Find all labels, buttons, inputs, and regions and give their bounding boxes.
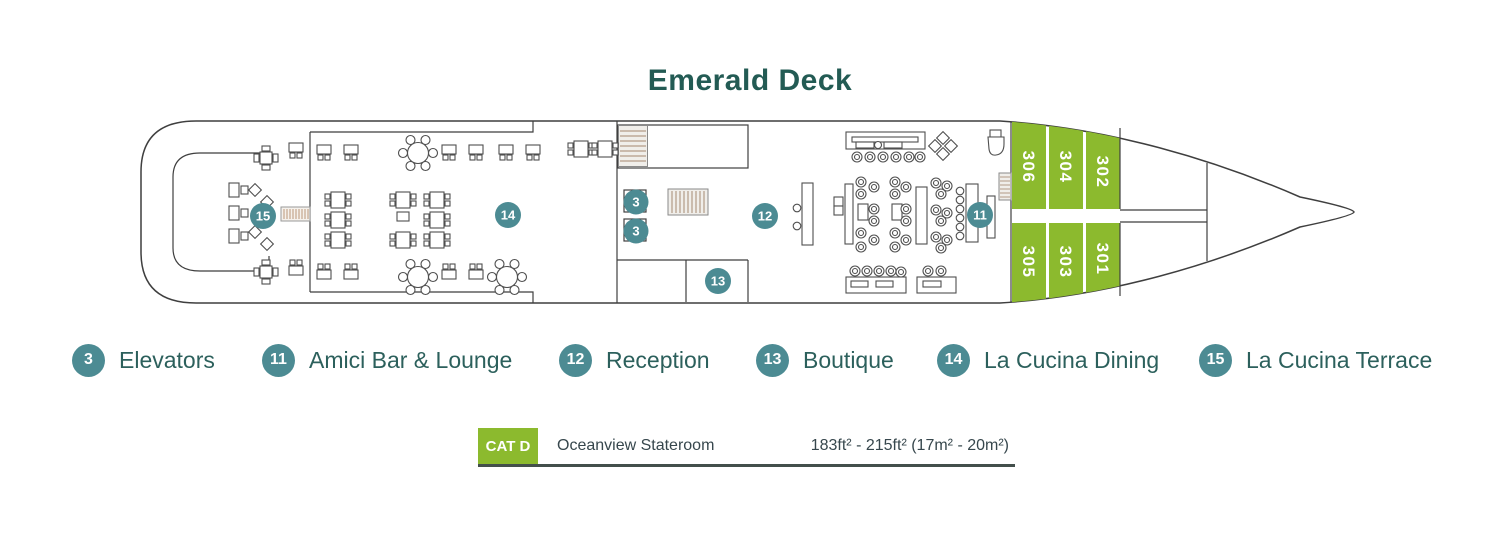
legend-label: La Cucina Dining <box>984 346 1160 373</box>
legend-number-badge: 13 <box>756 343 789 377</box>
legend-number-badge: 14 <box>937 343 970 377</box>
cabin-number: 302 <box>1093 156 1112 189</box>
svg-text:3: 3 <box>632 224 639 239</box>
legend-number-badge: 15 <box>1199 343 1232 377</box>
legend-label: Amici Bar & Lounge <box>309 346 513 373</box>
legend-label: Elevators <box>119 346 215 373</box>
cabin-303[interactable] <box>1049 223 1083 308</box>
plan-marker-13[interactable]: 13 <box>705 268 731 294</box>
stairs-aft-icon <box>618 125 648 167</box>
legend-item-boutique: 13 Boutique <box>756 342 894 378</box>
category-code-badge: CAT D <box>478 428 538 464</box>
plan-marker-12[interactable]: 12 <box>752 203 778 229</box>
legend-number-badge: 12 <box>559 343 592 377</box>
cabin-305[interactable] <box>1012 223 1046 308</box>
legend-number-badge: 3 <box>72 343 105 377</box>
cabin-number: 306 <box>1019 151 1038 184</box>
legend-label: La Cucina Terrace <box>1246 346 1433 373</box>
furniture <box>228 129 1005 296</box>
category-size-range: 183ft² - 215ft² (17m² - 20m²) <box>810 437 1009 454</box>
svg-text:13: 13 <box>711 274 725 289</box>
plan-marker-15[interactable]: 15 <box>250 203 276 229</box>
cabin-number: 303 <box>1056 246 1075 279</box>
cabin-number: 304 <box>1056 151 1075 184</box>
legend-item-la-cucina-dining: 14 La Cucina Dining <box>937 342 1159 378</box>
plan-marker-14[interactable]: 14 <box>495 202 521 228</box>
legend-item-amici-bar-lounge: 11 Amici Bar & Lounge <box>262 342 512 378</box>
category-name: Oceanview Stateroom <box>557 437 715 454</box>
svg-text:14: 14 <box>501 208 516 223</box>
legend-item-elevators: 3 Elevators <box>72 342 215 378</box>
legend-item-reception: 12 Reception <box>559 342 710 378</box>
legend-number-badge: 11 <box>262 343 295 377</box>
cabin-304[interactable] <box>1049 116 1083 209</box>
terrace-counter-icon <box>280 206 311 222</box>
legend-label: Boutique <box>803 346 894 373</box>
stairs-forward-icon <box>998 172 1012 201</box>
svg-text:15: 15 <box>256 209 270 224</box>
cabin-number: 301 <box>1093 243 1112 276</box>
interior-walls <box>172 121 1208 303</box>
page-title: Emerald Deck <box>647 64 853 97</box>
deck-plan: 306 304 302 305 303 301 <box>140 116 1355 308</box>
cabin-306[interactable] <box>1012 116 1046 209</box>
plan-marker-11[interactable]: 11 <box>967 202 993 228</box>
cabin-number: 305 <box>1019 246 1038 279</box>
legend-item-la-cucina-terrace: 15 La Cucina Terrace <box>1199 342 1432 378</box>
svg-text:3: 3 <box>632 195 639 210</box>
plan-marker-elevator-1[interactable]: 3 <box>623 189 649 215</box>
piano-icon <box>987 129 1005 156</box>
svg-text:12: 12 <box>758 209 772 224</box>
stairs-mid-icon <box>667 188 709 216</box>
plan-marker-elevator-2[interactable]: 3 <box>623 218 649 244</box>
category-legend-bar: CAT D Oceanview Stateroom 183ft² - 215ft… <box>478 428 1015 467</box>
legend-label: Reception <box>606 346 710 373</box>
svg-text:11: 11 <box>973 208 987 223</box>
